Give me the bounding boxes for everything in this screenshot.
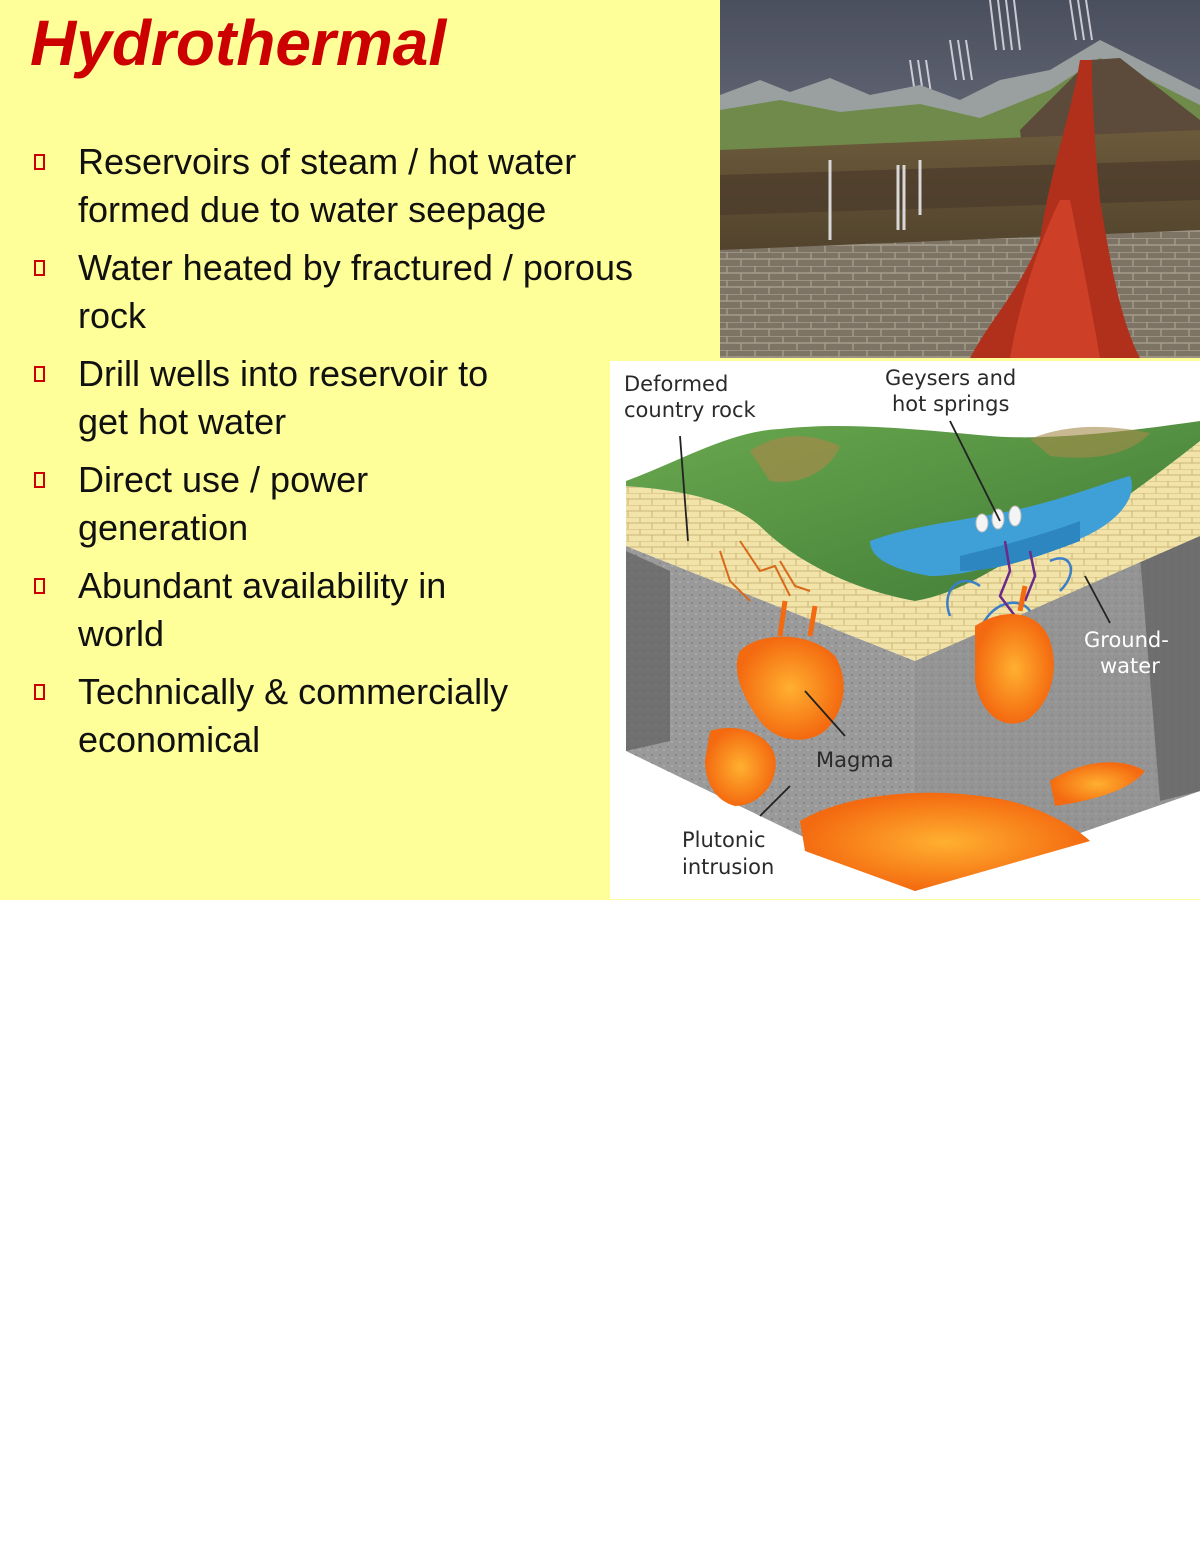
volcano-illustration <box>720 0 1200 358</box>
bullet-item: Water heated by fractured / porous rock <box>30 244 720 340</box>
square-bullet-icon <box>34 472 45 488</box>
label-water: water <box>1100 654 1160 678</box>
label-hot-springs: hot springs <box>892 392 1009 416</box>
bullet-item: Technically & commercially economical <box>30 668 598 764</box>
square-bullet-icon <box>34 578 45 594</box>
label-ground: Ground- <box>1084 628 1169 652</box>
bullet-line: rock <box>78 295 147 336</box>
bullet-line: generation <box>78 507 249 548</box>
label-deformed: Deformed <box>624 372 728 396</box>
bullet-line: economical <box>78 719 261 760</box>
bullet-line: world <box>78 613 165 654</box>
block-diagram-illustration: Deformed country rock Geysers and hot sp… <box>624 366 1200 891</box>
bullet-item: Direct use / power generation <box>30 456 598 552</box>
bullet-item: Abundant availability in world <box>30 562 598 658</box>
slide: Hydrothermal Reservoirs of steam / hot w… <box>0 0 1200 900</box>
bullet-line: get hot water <box>78 401 287 442</box>
square-bullet-icon <box>34 684 45 700</box>
square-bullet-icon <box>34 154 45 170</box>
geothermal-block-diagram: Deformed country rock Geysers and hot sp… <box>610 361 1200 899</box>
bullet-item: Reservoirs of steam / hot water formed d… <box>30 138 720 234</box>
label-geysers: Geysers and <box>885 366 1016 390</box>
bullet-line: Drill wells into reservoir to <box>78 353 489 394</box>
volcano-cross-section-image <box>720 0 1200 358</box>
slide-title: Hydrothermal <box>30 7 447 79</box>
bullet-line: formed due to water seepage <box>78 189 547 230</box>
bullet-item: Drill wells into reservoir to get hot wa… <box>30 350 598 446</box>
label-plutonic: Plutonic <box>682 828 766 852</box>
bullet-line: Direct use / power <box>78 459 369 500</box>
bullet-line: Water heated by fractured / porous <box>78 247 633 288</box>
label-country-rock: country rock <box>624 398 757 422</box>
bullet-list: Reservoirs of steam / hot water formed d… <box>30 138 720 774</box>
label-intrusion: intrusion <box>682 855 774 879</box>
label-magma: Magma <box>816 748 894 772</box>
square-bullet-icon <box>34 366 45 382</box>
bullet-line: Technically & commercially <box>78 671 509 712</box>
bullet-line: Reservoirs of steam / hot water <box>78 141 577 182</box>
bullet-line: Abundant availability in <box>78 565 447 606</box>
square-bullet-icon <box>34 260 45 276</box>
